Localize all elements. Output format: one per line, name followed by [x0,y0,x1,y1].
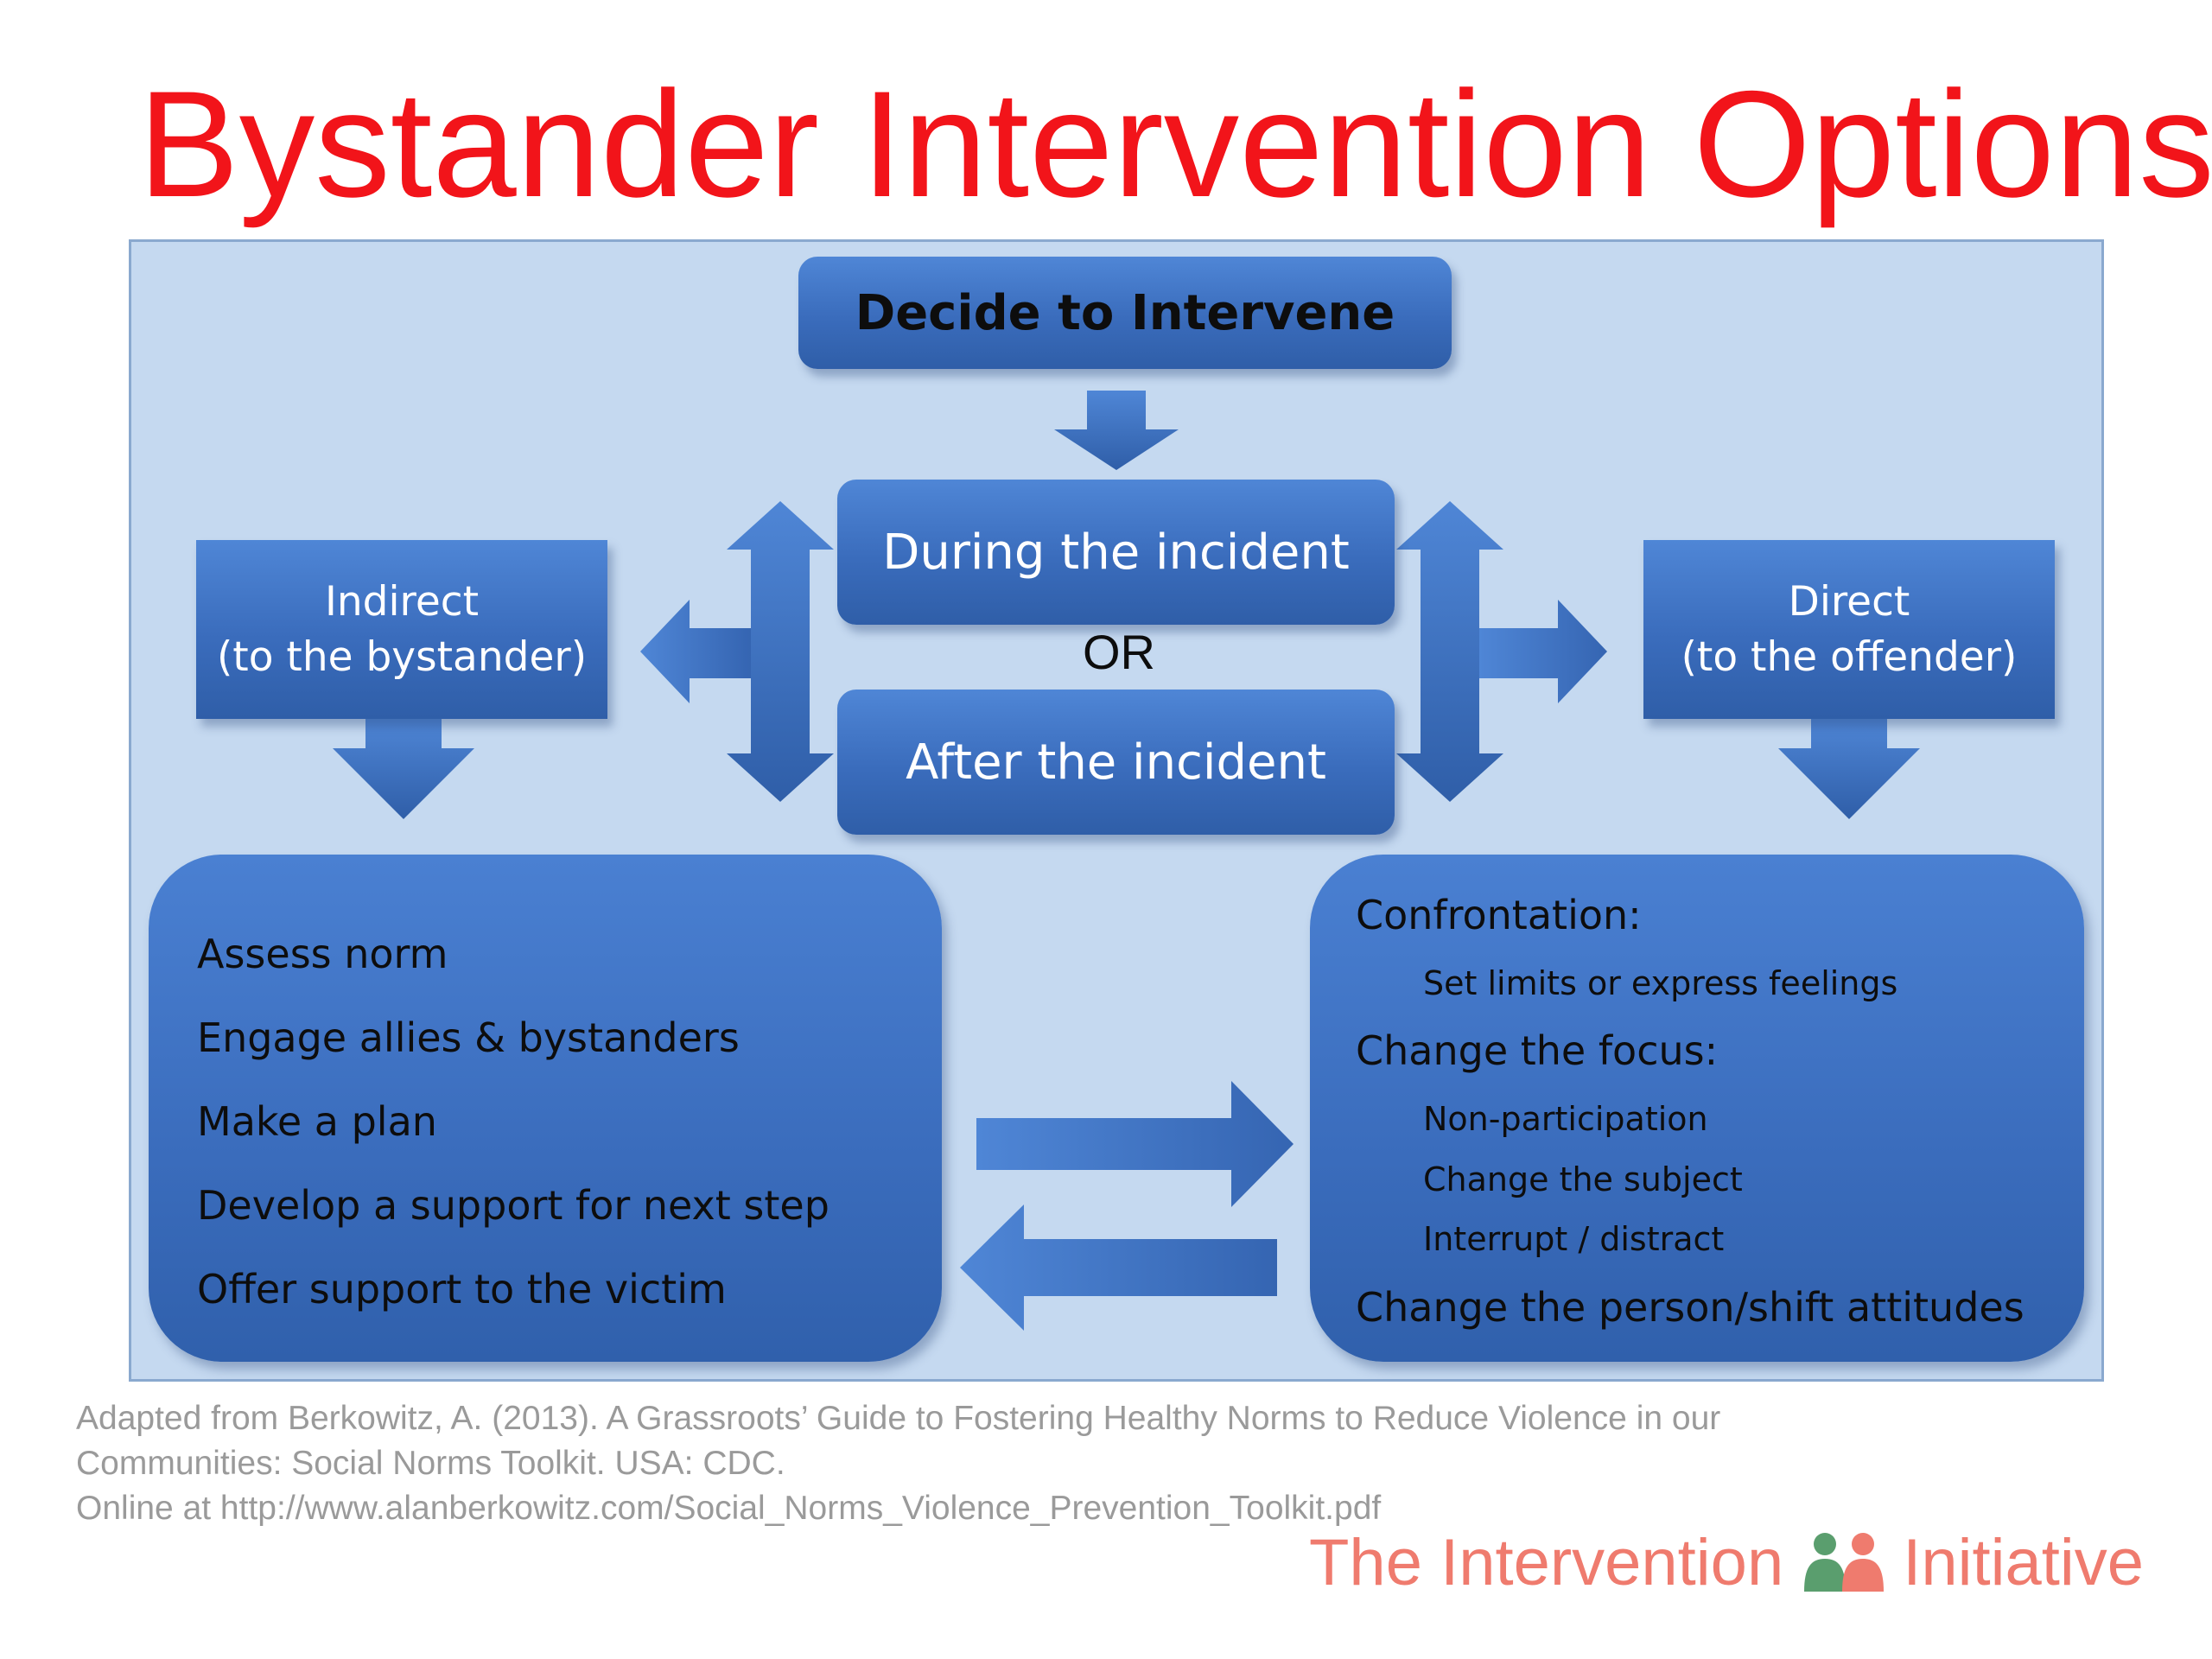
direct-box: Direct (to the offender) [1643,540,2055,719]
during-box: During the incident [837,480,1395,625]
indirect-option: Offer support to the victim [197,1266,727,1313]
people-icon [1804,1533,1885,1592]
after-box: After the incident [837,690,1395,835]
brand-text-left: The Intervention [1309,1525,1784,1599]
indirect-box: Indirect (to the bystander) [196,540,607,719]
direct-option-sub: Change the subject [1423,1160,1743,1198]
direct-option-heading: Confrontation: [1356,892,1642,938]
brand-logo: The Intervention Initiative [1309,1525,2145,1599]
down-arrow-icon [1054,391,1179,470]
left-exchange-arrow-icon [960,1205,1277,1331]
direct-option-heading: Change the focus: [1356,1027,1719,1074]
right-exchange-arrow-icon [976,1081,1294,1207]
indirect-options-box: Assess norm Engage allies & bystanders M… [149,855,942,1362]
indirect-option: Engage allies & bystanders [197,1014,740,1061]
citation-line-3: Online at http://www.alanberkowitz.com/S… [76,1490,1382,1527]
slide-title: Bystander Intervention Options [138,60,2212,229]
direct-subtitle: (to the offender) [1681,632,2018,681]
indirect-option: Develop a support for next step [197,1182,830,1229]
indirect-subtitle: (to the bystander) [216,632,588,681]
citation-line-2: Communities: Social Norms Toolkit. USA: … [76,1445,785,1482]
right-arrow-icon [1479,600,1607,703]
direct-down-arrow-icon [1778,719,1920,819]
indirect-down-arrow-icon [333,719,474,819]
indirect-title: Indirect [324,577,480,626]
right-updown-arrow-icon [1396,501,1503,802]
left-updown-arrow-icon [727,501,834,802]
brand-text-right: Initiative [1903,1525,2145,1599]
left-arrow-icon [640,600,751,703]
citation-line-1: Adapted from Berkowitz, A. (2013). A Gra… [76,1400,1721,1437]
indirect-option: Assess norm [197,931,448,977]
indirect-option: Make a plan [197,1098,437,1145]
direct-option-heading: Change the person/shift attitudes [1356,1284,2024,1331]
direct-title: Direct [1788,577,1910,626]
direct-option-sub: Non-participation [1423,1100,1708,1138]
or-label: OR [1083,625,1155,679]
direct-option-sub: Set limits or express feelings [1423,964,1898,1002]
direct-options-box: Confrontation: Set limits or express fee… [1310,855,2084,1362]
direct-option-sub: Interrupt / distract [1423,1220,1725,1258]
decide-box: Decide to Intervene [798,257,1452,369]
